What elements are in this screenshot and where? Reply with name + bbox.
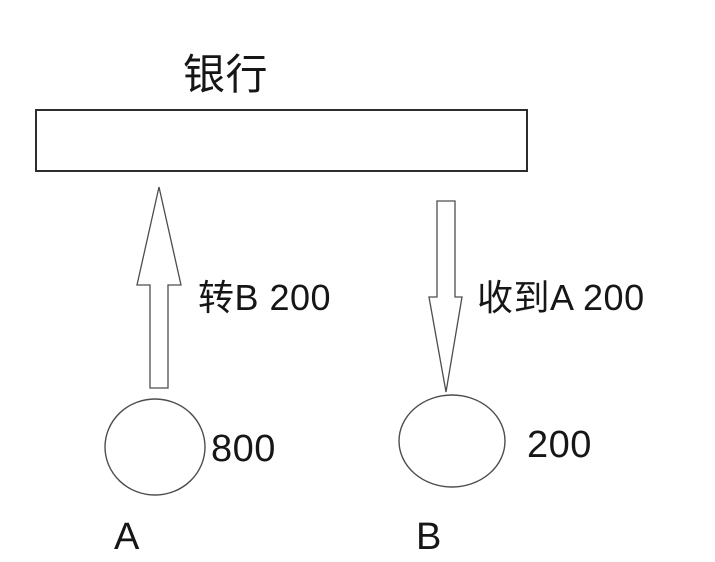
account-b-balance: 200 bbox=[527, 424, 592, 466]
account-b-label: B bbox=[416, 516, 442, 558]
transfer-up-arrow bbox=[136, 186, 182, 389]
bank-box bbox=[35, 109, 528, 172]
receive-down-arrow bbox=[428, 200, 463, 393]
account-a-balance: 800 bbox=[211, 428, 276, 470]
received-from-a-label: 收到A 200 bbox=[477, 277, 645, 318]
account-b-circle bbox=[398, 394, 506, 488]
bank-label: 银行 bbox=[183, 51, 269, 98]
account-a-label: A bbox=[114, 516, 140, 558]
transfer-to-b-label: 转B 200 bbox=[198, 277, 332, 318]
account-a-circle bbox=[104, 398, 206, 496]
